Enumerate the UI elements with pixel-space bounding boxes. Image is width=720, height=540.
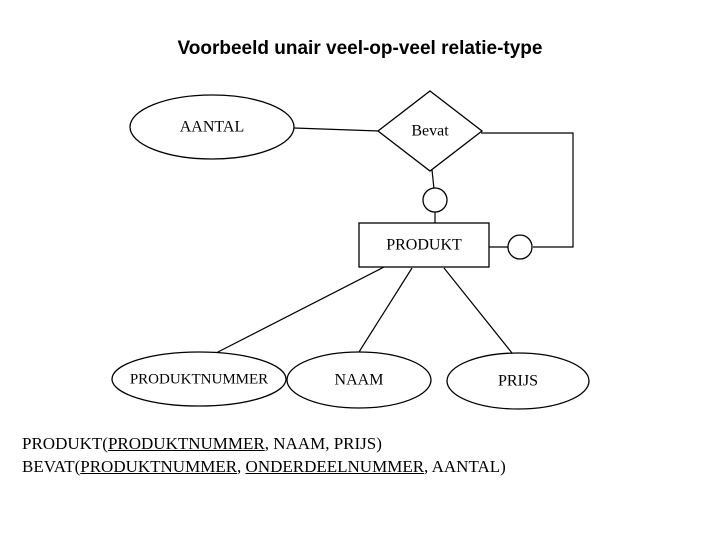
line-produkt-produktnummer (215, 266, 385, 354)
caption-produkt-rest: , NAAM, PRIJS) (264, 434, 382, 453)
attribute-naam[interactable]: NAAM (286, 351, 432, 409)
relationship-bevat[interactable]: Bevat (376, 90, 484, 172)
line-aantal-bevat (293, 127, 380, 132)
line-bevat-right-path (481, 132, 574, 248)
attribute-produktnummer-shape (111, 351, 287, 407)
cardinality-marker-top-shape (422, 187, 448, 213)
attribute-aantal[interactable]: AANTAL (129, 94, 295, 160)
attribute-prijs-label: PRIJS (498, 373, 538, 390)
caption-line-produkt: PRODUKT(PRODUKTNUMMER, NAAM, PRIJS) (22, 432, 702, 455)
caption-bevat-rest: , AANTAL) (424, 457, 506, 476)
entity-produkt-label: PRODUKT (386, 237, 462, 254)
caption-bevat-prefix: BEVAT( (22, 457, 81, 476)
attribute-naam-shape (286, 351, 432, 409)
attribute-prijs[interactable]: PRIJS (446, 352, 590, 410)
line-produkt-naam (358, 267, 413, 353)
attribute-prijs-shape (446, 352, 590, 410)
attribute-produktnummer-label: PRODUKTNUMMER (130, 371, 268, 387)
caption-bevat-key2: ONDERDEELNUMMER (245, 457, 425, 476)
caption-produkt-key: PRODUKTNUMMER (107, 434, 265, 453)
attribute-aantal-label: AANTAL (180, 119, 244, 136)
attribute-aantal-shape (129, 94, 295, 160)
caption-line-bevat: BEVAT(PRODUKTNUMMER, ONDERDEELNUMMER, AA… (22, 455, 702, 478)
caption-bevat-key1: PRODUKTNUMMER (80, 457, 238, 476)
line-bevat-marker-top (431, 169, 435, 190)
cardinality-marker-right-shape (507, 234, 533, 260)
cardinality-marker-top[interactable] (422, 187, 448, 213)
caption-bevat-sep: , (237, 457, 246, 476)
relationship-bevat-label: Bevat (411, 123, 449, 140)
attribute-produktnummer[interactable]: PRODUKTNUMMER (111, 351, 287, 407)
connector-lines (215, 127, 574, 354)
caption-produkt-prefix: PRODUKT( (22, 434, 108, 453)
page-title: Voorbeeld unair veel-op-veel relatie-typ… (177, 38, 543, 59)
entity-produkt-shape (358, 222, 490, 268)
line-produkt-prijs (443, 267, 513, 354)
attribute-naam-label: NAAM (335, 372, 384, 389)
schema-captions: PRODUKT(PRODUKTNUMMER, NAAM, PRIJS) BEVA… (22, 432, 702, 478)
cardinality-marker-right[interactable] (507, 234, 533, 260)
entity-produkt[interactable]: PRODUKT (358, 222, 490, 268)
relationship-bevat-shape (376, 90, 484, 172)
